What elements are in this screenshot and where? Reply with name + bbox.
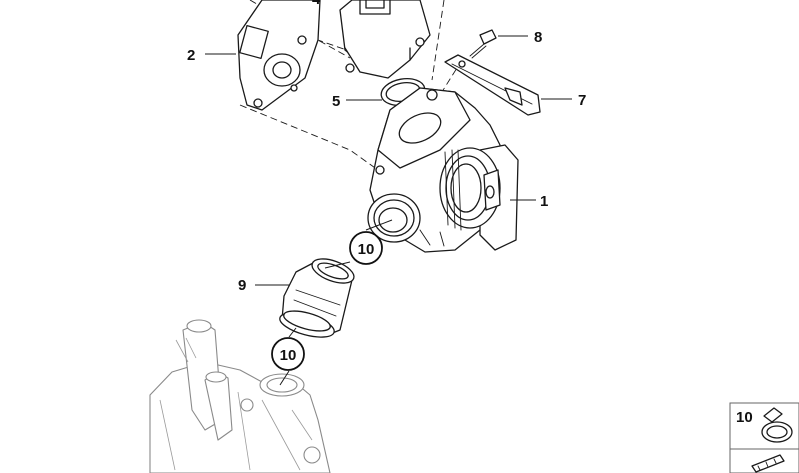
clamp-callout-upper[interactable]: 10: [349, 231, 383, 265]
clamp-callout-upper-label: 10: [358, 241, 375, 258]
part-9-connector-hose[interactable]: [277, 254, 357, 342]
legend-clamp-label: 10: [736, 409, 753, 426]
hose-clamp-icon: [761, 407, 793, 443]
legend-screw[interactable]: [729, 448, 799, 473]
clamp-callout-lower-label: 10: [280, 347, 297, 364]
legend-clamp[interactable]: 10: [729, 402, 799, 450]
callout-part-2: 2: [187, 47, 195, 64]
callout-part-8: 8: [534, 29, 542, 46]
callout-labels: 2 4 5 8 7 1 9: [187, 0, 586, 294]
part-8-screw[interactable]: [469, 29, 497, 59]
screw-icon: [751, 454, 785, 473]
leader-lines: [205, 35, 572, 386]
engine-block-background: [149, 319, 331, 473]
callout-part-9: 9: [238, 277, 246, 294]
part-1-throttle-body[interactable]: [367, 87, 519, 253]
callout-part-4: 4: [312, 0, 321, 8]
part-7-bracket[interactable]: [444, 54, 541, 116]
callout-part-7: 7: [578, 92, 586, 109]
part-4-egr-valve[interactable]: [339, 0, 431, 79]
callout-part-5: 5: [332, 93, 340, 110]
part-2-sensor-housing[interactable]: [237, 0, 321, 111]
clamp-callout-lower[interactable]: 10: [271, 337, 305, 371]
callout-part-1: 1: [540, 193, 548, 210]
